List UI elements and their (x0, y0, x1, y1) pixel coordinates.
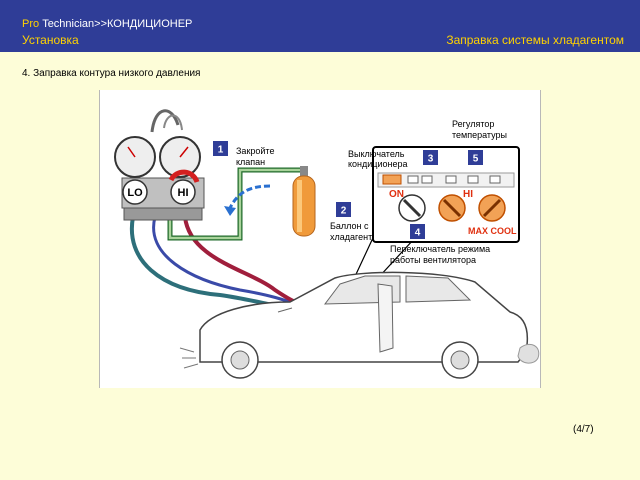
manifold-gauge-set: LO HI (114, 109, 205, 221)
page-title: Заправка системы хладагентом (446, 33, 624, 47)
svg-text:3: 3 (428, 154, 434, 165)
ac-switch-label: Выключатель (348, 149, 405, 159)
breadcrumb: Pro Technician>>КОНДИЦИОНЕР (22, 18, 192, 30)
svg-text:температуры: температуры (452, 130, 507, 140)
close-valve-arrow (168, 169, 200, 183)
low-pressure-hose (129, 216, 296, 310)
fan-switch-label: Переключатель режима (390, 244, 490, 254)
step-badge-4 (410, 224, 425, 239)
ac-switch-button (382, 174, 402, 185)
lo-label: LO (127, 187, 143, 199)
step-badge-5 (468, 150, 483, 165)
blue-hose (152, 216, 299, 307)
hi-label: HI (178, 187, 189, 199)
car-illustration (179, 271, 540, 379)
exhaust-smoke (517, 343, 540, 364)
ac-control-panel: ON HI MAX COOL (372, 146, 520, 243)
header-bar: Pro Technician>>КОНДИЦИОНЕР Установка За… (0, 0, 640, 52)
illustration-panel: LO HI 1 2 Закройте клапан Баллон с хлада… (99, 90, 541, 388)
svg-text:4: 4 (415, 228, 421, 239)
svg-text:1: 1 (218, 145, 224, 156)
temperature-label: Регулятор (452, 119, 494, 129)
section-title: Установка (22, 33, 79, 47)
step-badge-2 (336, 202, 351, 217)
svg-text:клапан: клапан (236, 157, 265, 167)
fan-hi-label: HI (463, 189, 473, 200)
max-cool-label: MAX COOL (468, 226, 517, 236)
svg-text:кондиционера: кондиционера (348, 159, 407, 169)
refrigerant-cylinder (292, 166, 316, 237)
svg-text:работы вентилятора: работы вентилятора (390, 255, 476, 265)
svg-text:хладагентом: хладагентом (330, 232, 383, 242)
breadcrumb-prefix: Pro (22, 18, 40, 30)
svg-text:2: 2 (341, 206, 347, 217)
step-title: 4. Заправка контура низкого давления (22, 68, 201, 79)
cylinder-label: Баллон с (330, 221, 369, 231)
svg-text:5: 5 (473, 154, 479, 165)
hi-valve (170, 179, 196, 205)
close-valve-label: Закройте (236, 146, 274, 156)
lo-valve (122, 179, 148, 205)
on-label: ON (389, 189, 404, 200)
step-badge-3 (423, 150, 438, 165)
breadcrumb-path[interactable]: Technician>>КОНДИЦИОНЕР (42, 18, 193, 30)
open-door (377, 283, 394, 353)
refrigerant-charging-diagram: LO HI 1 2 Закройте клапан Баллон с хлада… (114, 109, 540, 379)
page-number: (4/7) (573, 424, 594, 435)
step-badge-1 (213, 141, 228, 156)
flow-arrow (228, 184, 271, 209)
